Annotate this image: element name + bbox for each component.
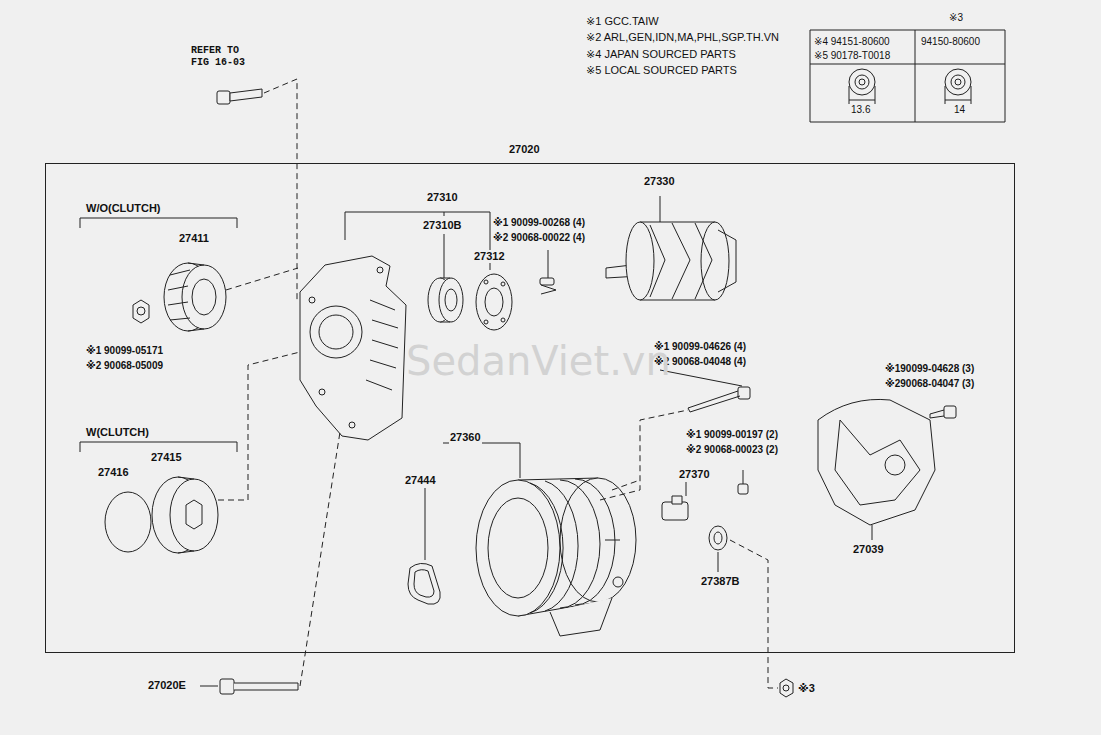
part-note: ※1 90099-05171 bbox=[85, 345, 164, 357]
callout-number: 94150-80600 bbox=[920, 36, 981, 48]
part-note: ※3 bbox=[948, 12, 964, 24]
part-note: ※1 GCC.TAIW bbox=[585, 15, 660, 28]
part-note: ※2 ARL,GEN,IDN,MA,PHL,SGP.TH.VN bbox=[585, 31, 780, 44]
callout-number: 27387B bbox=[700, 575, 741, 588]
callout-number: 13.6 bbox=[850, 104, 871, 116]
reference-note: REFER TO FIG 16-03 bbox=[190, 45, 254, 69]
callout-number: 27370 bbox=[678, 468, 711, 481]
callout-number: W/O(CLUTCH) bbox=[85, 202, 162, 215]
part-note: ※1 90099-00197 (2) bbox=[685, 429, 779, 441]
part-note: ※3 bbox=[797, 682, 816, 695]
callout-number: 27310 bbox=[426, 191, 459, 204]
callout-number: 27411 bbox=[178, 232, 210, 245]
callout-number: W(CLUTCH) bbox=[85, 426, 150, 439]
part-note: ※5 LOCAL SOURCED PARTS bbox=[585, 64, 738, 77]
callout-number: 27415 bbox=[150, 451, 183, 464]
part-note: ※2 90068-05009 bbox=[85, 360, 164, 372]
callout-number: 27310B bbox=[422, 219, 463, 232]
callout-number: 27444 bbox=[404, 474, 437, 487]
callout-number: 27416 bbox=[97, 466, 130, 479]
part-note: ※190099-04628 (3) bbox=[884, 363, 975, 375]
part-note: ※4 94151-80600 bbox=[813, 36, 891, 48]
callout-number: 27360 bbox=[449, 431, 482, 444]
part-note: ※1 90099-00268 (4) bbox=[492, 217, 586, 229]
part-note: ※290068-04047 (3) bbox=[884, 378, 975, 390]
callout-number: 27020E bbox=[147, 679, 187, 692]
part-note: ※2 90068-00023 (2) bbox=[685, 444, 779, 456]
callout-number: 27330 bbox=[643, 175, 676, 188]
assembly-number: 27020 bbox=[508, 143, 541, 156]
callout-number: 27312 bbox=[473, 250, 506, 263]
callout-number: 14 bbox=[953, 104, 966, 116]
watermark: SedanViet.vn bbox=[405, 338, 672, 384]
part-note: ※5 90178-T0018 bbox=[813, 50, 891, 62]
callout-number: 27039 bbox=[852, 543, 885, 556]
part-note: ※2 90068-00022 (4) bbox=[492, 232, 586, 244]
part-note: ※4 JAPAN SOURCED PARTS bbox=[585, 48, 737, 61]
